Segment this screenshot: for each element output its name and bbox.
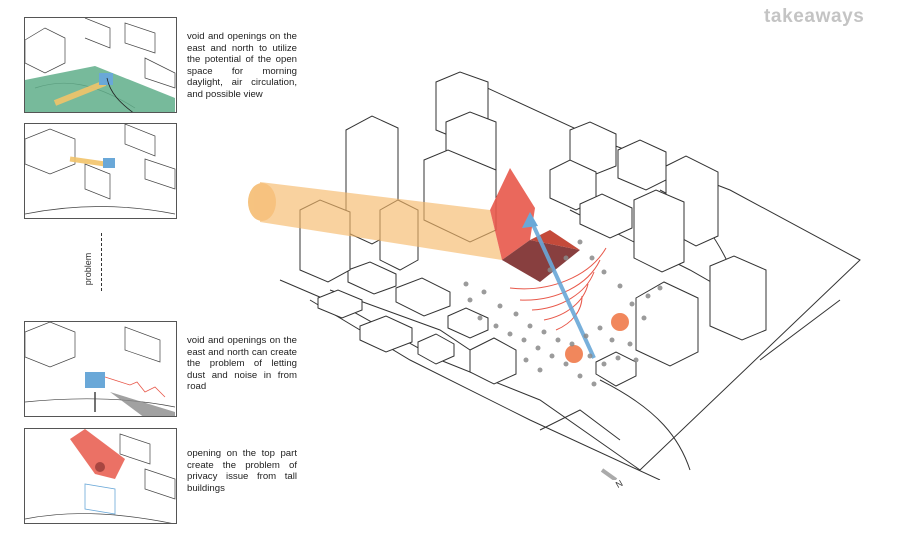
caption-daylight: void and openings on the east and north … <box>187 31 297 100</box>
sightline-arrow <box>522 212 596 359</box>
sunlight-beam <box>248 182 502 260</box>
noise-source-dot <box>565 345 583 363</box>
diagram-panel-opening <box>24 123 177 219</box>
north-arrow <box>600 468 618 480</box>
diagram-panel-privacy <box>24 428 177 524</box>
low-buildings <box>317 261 517 385</box>
red-opening-volume <box>490 168 580 282</box>
diagram-panel-dust-noise <box>24 321 177 417</box>
problem-label: problem <box>83 252 93 286</box>
noise-source-dot <box>611 313 629 331</box>
divider-dashed-line <box>101 233 103 291</box>
isometric-site-diagram <box>248 71 861 480</box>
page-title: takeaways <box>764 6 865 27</box>
diagram-panel-daylight <box>24 17 177 113</box>
dust-particles <box>463 239 663 387</box>
caption-dust-noise: void and openings on the east and north … <box>187 335 297 392</box>
caption-privacy: opening on the top part create the probl… <box>187 448 297 494</box>
